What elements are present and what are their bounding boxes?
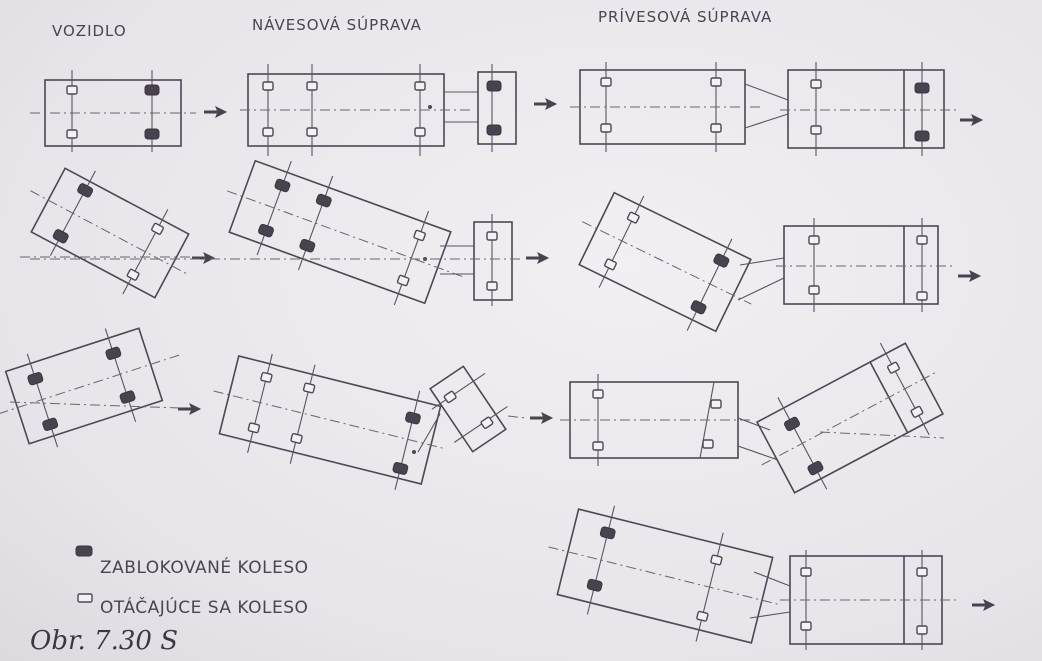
rotating-wheel-icon (600, 77, 612, 87)
rotating-wheel-icon (259, 371, 273, 384)
direction-arrow-icon (532, 97, 558, 111)
locked-wheel-icon (298, 238, 317, 254)
row1-trailer (570, 62, 984, 156)
locked-wheel-icon (806, 459, 825, 477)
rotating-wheel-icon (66, 129, 78, 139)
locked-wheel-icon (76, 182, 95, 199)
rotating-wheel-icon (302, 382, 316, 394)
locked-wheel-icon (273, 177, 292, 194)
rotating-wheel-icon (592, 441, 604, 451)
rotating-wheel-icon (396, 274, 410, 287)
header-semitrailer-combination: NÁVESOVÁ SÚPRAVA (252, 16, 422, 34)
rotating-wheel-icon (695, 610, 709, 623)
rotating-wheel-icon (916, 567, 928, 577)
rotating-wheel-icon (886, 361, 901, 375)
rotating-wheel-icon (916, 291, 928, 301)
locked-wheel-icon (314, 192, 333, 209)
direction-arrow-icon (528, 411, 554, 425)
row1-vehicle (30, 70, 228, 152)
rotating-wheel-icon (710, 77, 722, 87)
rotating-wheel-icon (916, 625, 928, 635)
rotating-wheel-icon (808, 285, 820, 295)
locked-wheel-icon (689, 299, 708, 316)
rotating-wheel-icon (443, 390, 458, 404)
figure-caption: Obr. 7.30 S (30, 626, 179, 656)
legend-symbols (75, 545, 93, 603)
row2-trailer (578, 191, 982, 333)
rotating-wheel-icon (126, 268, 141, 282)
locked-wheel-icon (144, 128, 160, 140)
rotating-wheel-icon (800, 567, 812, 577)
row4-trailer (548, 505, 996, 650)
direction-arrow-icon (176, 402, 202, 416)
locked-wheel-icon (782, 415, 802, 433)
rotating-wheel-icon (603, 257, 618, 271)
direction-arrow-icon (202, 105, 228, 119)
locked-wheel-icon (599, 525, 617, 540)
rotating-wheel-icon (486, 231, 498, 241)
rotating-wheel-icon (290, 432, 304, 445)
rotating-wheel-icon (916, 235, 928, 245)
row2-semitrailer (30, 159, 550, 306)
locked-wheel-icon (486, 80, 502, 92)
locked-wheel-icon (914, 82, 930, 94)
rotating-wheel-icon (77, 593, 93, 603)
direction-arrow-icon (958, 113, 984, 127)
rotating-wheel-icon (626, 211, 641, 225)
row3-semitrailer (213, 353, 554, 490)
locked-wheel-icon (144, 84, 160, 96)
rotating-wheel-icon (810, 125, 822, 135)
direction-arrow-icon (956, 269, 982, 283)
direction-arrow-icon (970, 598, 996, 612)
rotating-wheel-icon (600, 123, 612, 133)
rotating-wheel-icon (486, 281, 498, 291)
rotating-wheel-icon (414, 81, 426, 91)
locked-wheel-icon (41, 416, 59, 432)
locked-wheel-icon (51, 228, 70, 245)
rotating-wheel-icon (808, 235, 820, 245)
rotating-wheel-icon (306, 127, 318, 137)
rotating-wheel-icon (262, 81, 274, 91)
legend-rotating-wheel-label: OTÁČAJÚCE SA KOLESO (100, 598, 309, 618)
rotating-wheel-icon (262, 127, 274, 137)
header-trailer-combination: PRÍVESOVÁ SÚPRAVA (598, 8, 773, 26)
rotating-wheel-icon (592, 389, 604, 399)
locked-wheel-icon (391, 461, 409, 476)
rotating-wheel-icon (709, 554, 723, 566)
rotating-wheel-icon (710, 123, 722, 133)
locked-wheel-icon (26, 371, 45, 387)
row1-semitrailer (240, 64, 558, 156)
locked-wheel-icon (914, 130, 930, 142)
row3-vehicle (0, 327, 202, 448)
rotating-wheel-icon (306, 81, 318, 91)
locked-wheel-icon (118, 389, 137, 405)
rotating-wheel-icon (800, 621, 812, 631)
rotating-wheel-icon (909, 405, 924, 419)
legend-locked-wheel-label: ZABLOKOVANÉ KOLESO (100, 558, 309, 578)
rotating-wheel-icon (150, 222, 165, 236)
locked-wheel-icon (404, 410, 422, 426)
rotating-wheel-icon (247, 422, 261, 434)
rotating-wheel-icon (66, 85, 78, 95)
locked-wheel-icon (586, 578, 604, 593)
row3-trailer (560, 342, 945, 494)
header-vehicle: VOZIDLO (52, 22, 127, 40)
rotating-wheel-icon (710, 399, 722, 409)
locked-wheel-icon (712, 252, 731, 269)
direction-arrow-icon (524, 251, 550, 265)
rotating-wheel-icon (479, 415, 495, 430)
locked-wheel-icon (486, 124, 502, 136)
row2-vehicle (20, 167, 216, 299)
rotating-wheel-icon (412, 229, 427, 242)
direction-arrow-icon (190, 251, 216, 265)
rotating-wheel-icon (702, 439, 714, 449)
locked-wheel-icon (257, 223, 275, 239)
rotating-wheel-icon (414, 127, 426, 137)
rotating-wheel-icon (810, 79, 822, 89)
locked-wheel-icon (104, 345, 123, 361)
locked-wheel-icon (75, 545, 93, 557)
